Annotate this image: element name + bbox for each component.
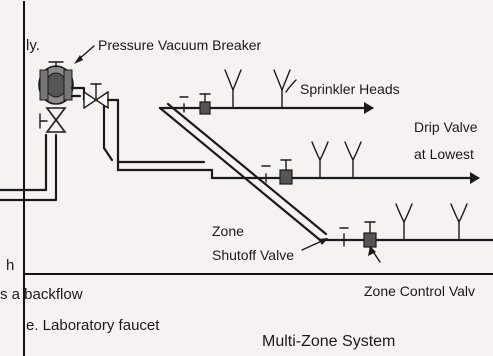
zone-3-sprinkler-heads: [395, 203, 468, 241]
zone-1-drip-valve-icon: [364, 102, 374, 114]
sprinkler-leader-line: [285, 79, 297, 93]
zone-2-sprinkler-heads: [311, 141, 362, 179]
drip-valve-label-line2: at Lowest: [414, 146, 474, 162]
pressure-vacuum-breaker-icon: [38, 61, 74, 133]
zone-shutoff-label-line2: Shutoff Valve: [212, 247, 294, 263]
fragment-top-text: ly.: [26, 37, 40, 54]
control-valve-leader-arrow: [368, 246, 376, 256]
zone-control-valve-label: Zone Control Valv: [364, 283, 475, 299]
zone-1-sprinkler-heads: [224, 69, 291, 109]
shutoff-leader-arrow: [318, 238, 328, 245]
zone-2-feed-pipe: [116, 168, 290, 180]
fragment-backflow-text: s a backflow: [0, 286, 83, 303]
sprinkler-heads-label: Sprinkler Heads: [300, 81, 400, 97]
zone-1-control-valve-icon: [179, 93, 211, 115]
supply-pipe-outer: [0, 133, 48, 192]
supply-pipe-inner: [0, 133, 58, 202]
zone-2-control-valve-icon: [261, 159, 293, 185]
manifold-riser-outer: [106, 98, 120, 172]
pressure-vacuum-breaker-label: Pressure Vacuum Breaker: [98, 37, 261, 53]
fragment-h-text: h: [6, 257, 14, 274]
fragment-laboratory-text: e. Laboratory faucet: [26, 317, 160, 334]
zone-shutoff-label-line1: Zone: [212, 223, 244, 239]
diagonal-main-pipe: [158, 106, 322, 242]
diagram-title: Multi-Zone System: [262, 333, 395, 350]
drip-valve-label-line1: Drip Valve: [414, 119, 478, 135]
manifold-riser-inner: [102, 104, 114, 162]
pvb-leader-arrow: [74, 55, 83, 64]
zone-2-drip-valve-icon: [470, 172, 480, 184]
diagonal-main-pipe-inner: [166, 102, 328, 236]
zone-3-shutoff-valve-icon: [339, 227, 349, 247]
manifold-valve-icon: [83, 83, 109, 110]
zone-3-control-valve-icon: [363, 221, 377, 248]
